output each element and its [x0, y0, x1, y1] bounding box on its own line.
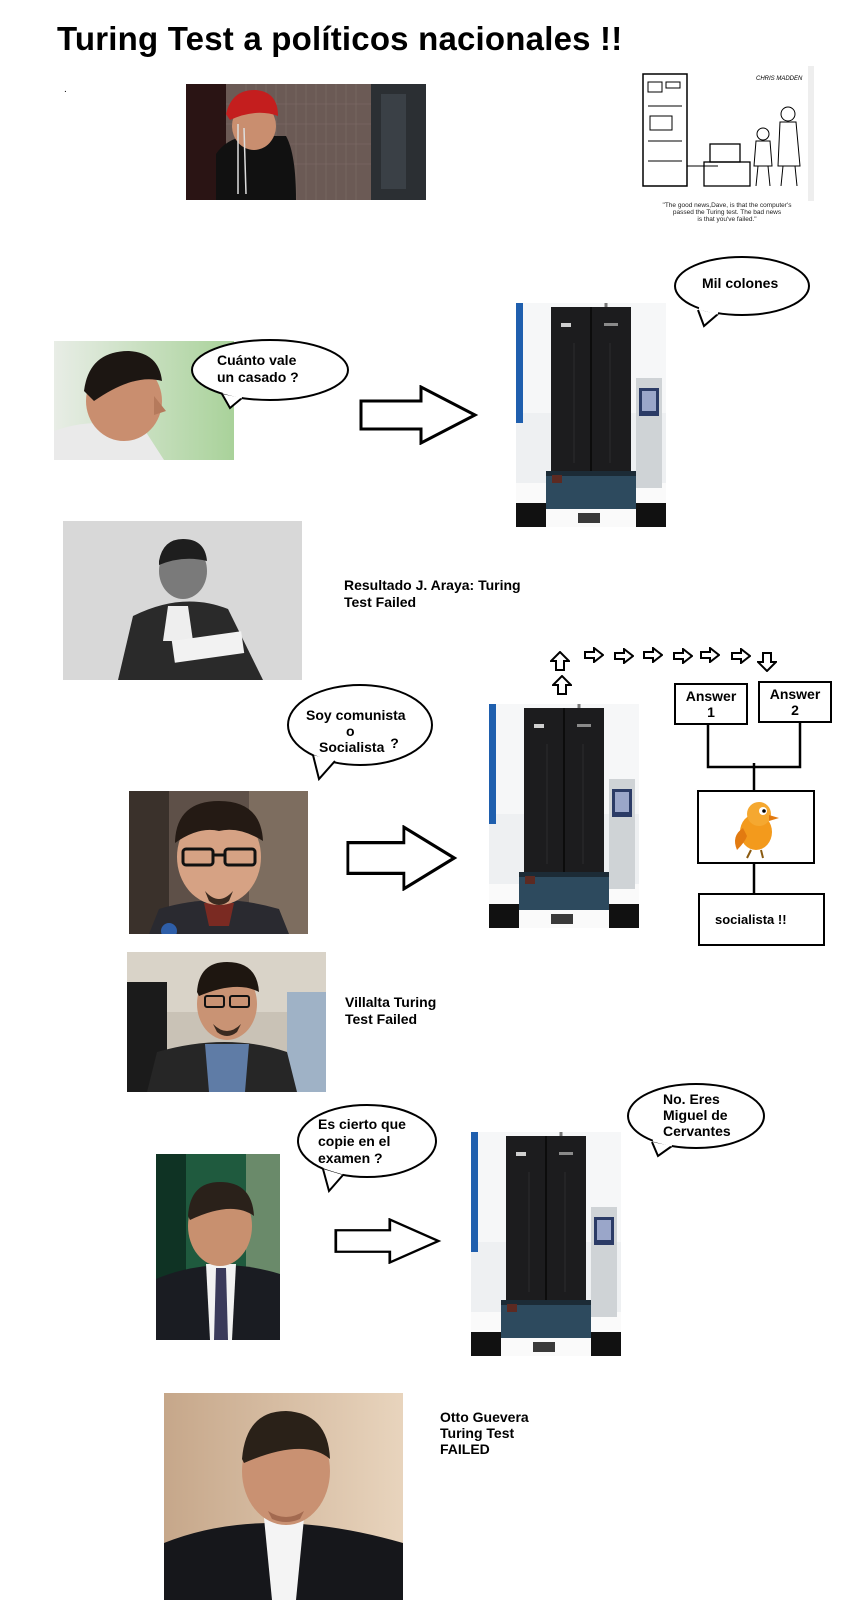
answer2-label: Answer: [769, 686, 821, 702]
result2-line2: Test Failed: [345, 1011, 418, 1027]
answer-bubble-3: [627, 1083, 765, 1158]
cartoon-caption-line3: is that you've failed.": [697, 216, 757, 223]
flow-arrow-right-3: [643, 647, 663, 663]
answer1-number: 1: [707, 704, 715, 720]
flow-arrow-right-2: [614, 648, 634, 664]
answer2-box: Answer 2: [758, 681, 832, 723]
arrow-right-3: [334, 1218, 442, 1264]
answer1-label: Answer: [685, 688, 737, 704]
answer-bubble-1: [674, 256, 810, 328]
bubble3-line1: Es cierto que: [318, 1116, 406, 1132]
flow-arrow-right-5: [700, 647, 720, 663]
question-bubble-2: [287, 684, 433, 782]
decision-box: socialista !!: [698, 893, 825, 946]
arrow-right-1: [359, 385, 479, 445]
random-bird-box: [697, 790, 815, 864]
cartoon-caption-line2: passed the Turing test. The bad news: [672, 209, 782, 216]
araya-seated-photo: [63, 521, 302, 680]
answer-bubble-3-line1: No. Eres: [663, 1091, 720, 1107]
result3-line3: FAILED: [440, 1441, 490, 1457]
turing-cartoon: CHRIS MADDEN "The good news,Dave, is tha…: [638, 66, 814, 228]
ibm-supercomputer-photo-3: [471, 1132, 621, 1356]
answer1-box: Answer 1: [674, 683, 748, 725]
bubble2-line1: Soy comunista: [306, 707, 406, 723]
cartoon-caption-line1: "The good news,Dave, is that the compute…: [662, 202, 792, 209]
result1-line1: Resultado J. Araya: Turing: [344, 577, 521, 593]
bubble3-line3: examen ?: [318, 1150, 383, 1166]
page-title: Turing Test a políticos nacionales !!: [57, 20, 623, 57]
cartoon-signature: CHRIS MADDEN: [756, 76, 803, 82]
stray-mark: .: [64, 84, 67, 95]
bubble2-line3: Socialista: [319, 739, 385, 755]
question-bubble-1: [191, 339, 349, 410]
flow-arrow-right-4: [673, 648, 693, 664]
villalta-closeup-photo: [129, 791, 308, 934]
eeg-person-photo: [186, 84, 426, 200]
flow-arrow-up-2: [552, 675, 572, 695]
result2-line1: Villalta Turing: [345, 994, 437, 1010]
bubble1-line1: Cuánto vale: [217, 352, 297, 368]
bird-icon: [735, 802, 779, 859]
answer-bubble-3-line3: Cervantes: [663, 1123, 731, 1139]
flow-arrow-right-1: [584, 647, 604, 663]
arrow-right-2: [346, 825, 458, 891]
ibm-supercomputer-photo-2: [489, 704, 639, 928]
bubble2-question-mark: ?: [390, 735, 399, 751]
ibm-supercomputer-photo-1: [516, 303, 666, 527]
bubble2-line2: o: [346, 723, 355, 739]
result3-line1: Otto Guevera: [440, 1409, 529, 1425]
result1-line2: Test Failed: [344, 594, 417, 610]
question-bubble-3: [297, 1104, 437, 1193]
flow-connectors: [706, 721, 802, 893]
guevara-large-photo: [164, 1393, 403, 1600]
answer-bubble-1-text: Mil colones: [702, 275, 779, 291]
answer2-number: 2: [791, 702, 799, 718]
bubble3-line2: copie en el: [318, 1133, 391, 1149]
result3-line2: Turing Test: [440, 1425, 515, 1441]
flow-arrow-down: [757, 652, 777, 672]
answer-bubble-3-line2: Miguel de: [663, 1107, 728, 1123]
guevara-portrait-photo: [156, 1154, 280, 1340]
bubble1-line2: un casado ?: [217, 369, 299, 385]
decision-text: socialista !!: [715, 912, 787, 927]
villalta-standing-photo: [127, 952, 326, 1092]
flow-arrow-right-6: [731, 648, 751, 664]
flow-arrow-up-1: [550, 651, 570, 671]
